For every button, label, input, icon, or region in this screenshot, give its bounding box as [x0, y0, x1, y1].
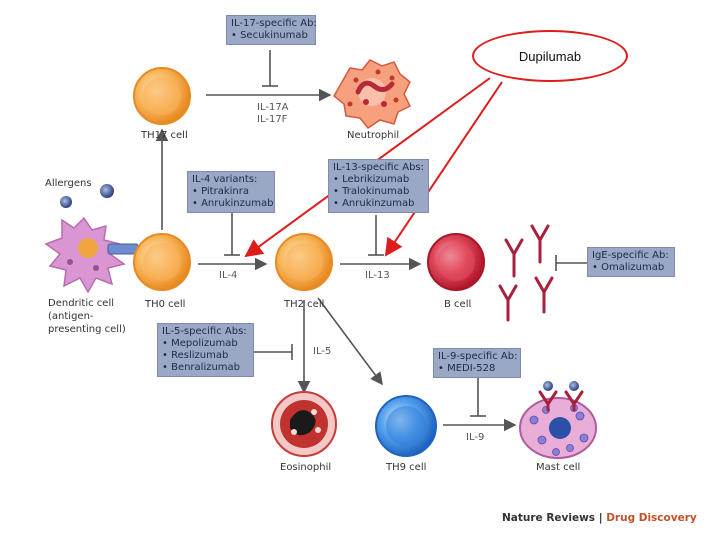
th9-label: TH9 cell — [386, 462, 427, 473]
box-item: • Mepolizumab — [162, 338, 238, 349]
cytokine-il9: IL-9 — [466, 432, 485, 443]
credit-journal: Nature Reviews — [502, 512, 596, 524]
ige-antibodies — [498, 224, 554, 322]
cytokine-il17f: IL-17F — [257, 114, 288, 125]
callout-text: Dupilumab — [518, 48, 582, 64]
th17-label: TH17 cell — [141, 130, 188, 141]
th2-label: TH2 cell — [284, 299, 325, 310]
allergens-label: Allergens — [45, 178, 92, 189]
box-title: IL-17-specific Ab: — [231, 18, 317, 29]
box-title: IL-4 variants: — [192, 174, 258, 185]
dendritic-cell — [44, 216, 139, 294]
cytokine-il5: IL-5 — [313, 346, 332, 357]
b-cell-label: B cell — [444, 299, 472, 310]
cytokine-il17a: IL-17A — [257, 102, 289, 113]
box-title: IL-5-specific Abs: — [162, 326, 247, 337]
th0-label: TH0 cell — [145, 299, 186, 310]
box-item: • Reslizumab — [162, 350, 229, 361]
box-item: • MEDI-528 — [438, 363, 496, 374]
ige-antibody-box: IgE-specific Ab: • Omalizumab — [587, 247, 675, 277]
il5-antibody-box: IL-5-specific Abs: • Mepolizumab • Resli… — [157, 323, 254, 377]
source-credit: Nature Reviews | Drug Discovery — [502, 512, 697, 524]
allergen-particle — [60, 196, 72, 208]
box-item: • Anrukinzumab — [333, 198, 415, 209]
mast-cell — [519, 381, 597, 459]
box-title: IL-13-specific Abs: — [333, 162, 425, 173]
eosinophil-cell — [271, 391, 337, 457]
box-title: IL-9-specific Ab: — [438, 351, 518, 362]
dendritic-label-line3: presenting cell) — [48, 324, 126, 335]
dendritic-label-line2: (antigen- — [48, 311, 94, 322]
il4-variants-box: IL-4 variants: • Pitrakinra • Anrukinzum… — [187, 171, 275, 213]
dupilumab-callout: Dupilumab — [472, 30, 628, 82]
allergen-particle — [100, 184, 114, 198]
box-item: • Lebrikizumab — [333, 174, 410, 185]
cytokine-il4: IL-4 — [219, 270, 238, 281]
box-item: • Pitrakinra — [192, 186, 249, 197]
credit-separator: | — [595, 512, 607, 524]
box-title: IgE-specific Ab: — [592, 250, 669, 261]
pathway-lines — [155, 50, 587, 432]
box-item: • Anrukinzumab — [192, 198, 274, 209]
il13-antibody-box: IL-13-specific Abs: • Lebrikizumab • Tra… — [328, 159, 429, 213]
neutrophil-cell — [333, 59, 412, 130]
box-item: • Secukinumab — [231, 30, 308, 41]
dendritic-label-line1: Dendritic cell — [48, 298, 115, 309]
mast-cell-label: Mast cell — [536, 462, 581, 473]
box-item: • Omalizumab — [592, 262, 665, 273]
box-item: • Benralizumab — [162, 362, 241, 373]
credit-section: Drug Discovery — [606, 512, 697, 524]
box-item: • Tralokinumab — [333, 186, 410, 197]
neutrophil-label: Neutrophil — [347, 130, 400, 141]
il9-antibody-box: IL-9-specific Ab: • MEDI-528 — [433, 348, 521, 378]
il17-antibody-box: IL-17-specific Ab: • Secukinumab — [226, 15, 317, 45]
cytokine-il13: IL-13 — [365, 270, 390, 281]
eosinophil-label: Eosinophil — [280, 462, 332, 473]
